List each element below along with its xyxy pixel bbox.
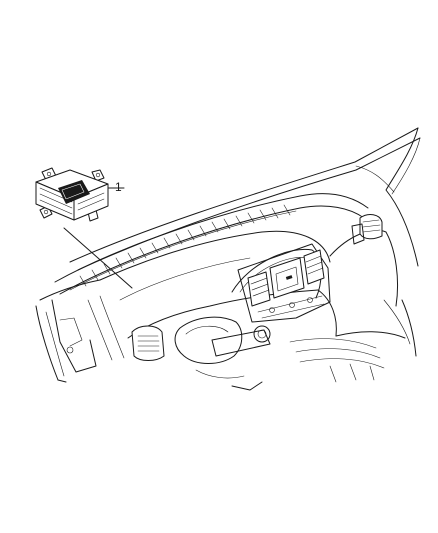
module-part-1: [35, 167, 109, 222]
right-dashboard: [329, 214, 417, 357]
windshield-frame: [69, 127, 421, 271]
center-stack: [237, 243, 331, 323]
leader-lines: [63, 187, 133, 289]
lower-dash: [231, 338, 385, 391]
callout-number-1: 1: [115, 180, 122, 194]
left-air-vent: [131, 325, 165, 361]
steering-column: [174, 316, 271, 379]
mounting-location-leader-line: [63, 227, 133, 289]
